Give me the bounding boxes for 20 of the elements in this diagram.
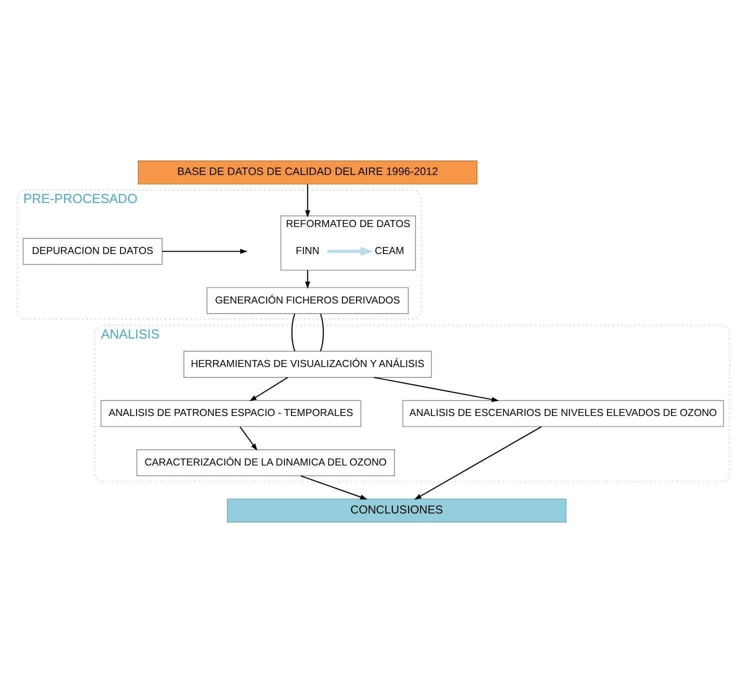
connector [320, 313, 324, 351]
node-box: ANALISIS DE PATRONES ESPACIO - TEMPORALES [100, 400, 362, 426]
arrow [327, 246, 374, 256]
node-box: DEPURACION DE DATOS [22, 237, 162, 264]
arrow [249, 376, 288, 401]
node-box: BASE DE DATOS DE CALIDAD DEL AIRE 1996-2012 [138, 160, 478, 184]
node-text: CEAM [374, 246, 404, 257]
node-box: HERRAMIENTAS DE VISUALIZACIÓN Y ANÁLISIS [183, 350, 432, 378]
node-box: CARACTERIZACIÓN DE LA DINAMICA DEL OZONO [136, 448, 395, 476]
arrow [374, 376, 499, 402]
arrow [414, 426, 542, 500]
arrow [305, 184, 310, 218]
node-box: ANALISIS DE ESCENARIOS DE NIVELES ELEVADOS DE OZONO [402, 400, 724, 426]
arrow [300, 474, 368, 499]
connector [291, 313, 296, 351]
node-text: FINN [296, 246, 320, 257]
node-box: CONCLUSIONES [226, 498, 566, 522]
arrow [240, 426, 258, 450]
node-box: GENERACIÓN FICHEROS DERIVADOS [206, 286, 409, 314]
arrow [305, 270, 310, 288]
